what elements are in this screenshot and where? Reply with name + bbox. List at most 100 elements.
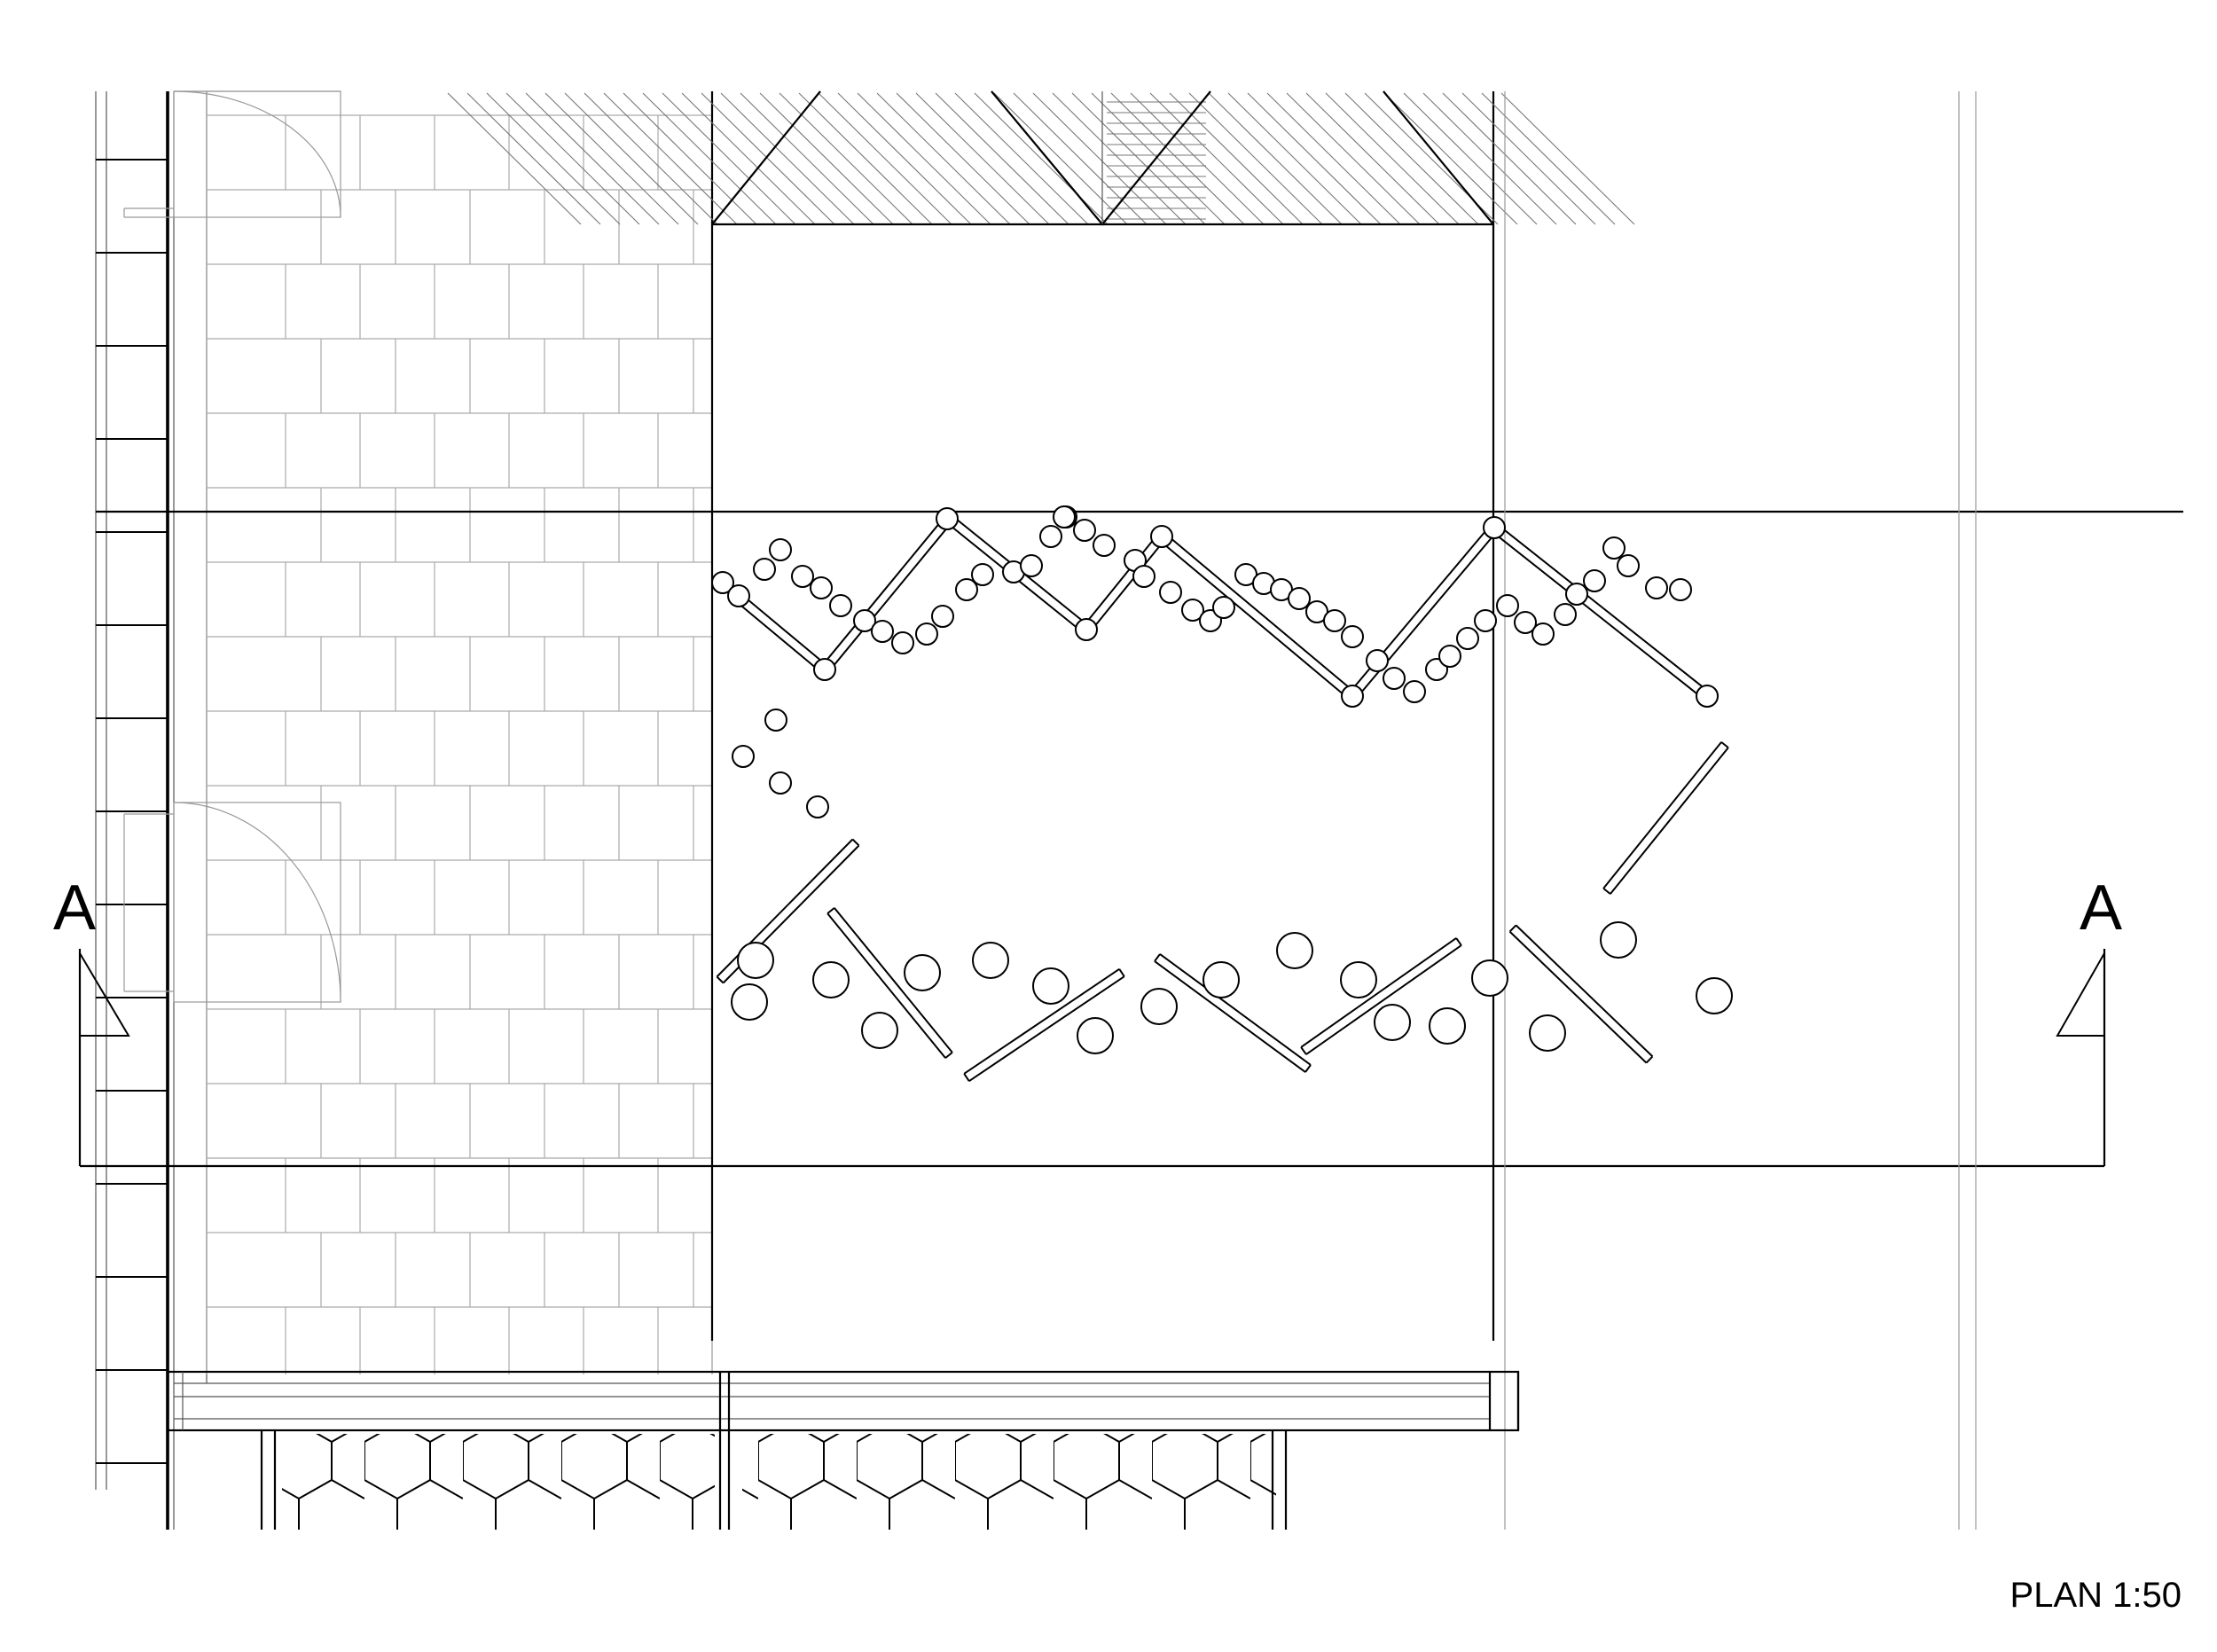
hatch-line — [701, 92, 835, 225]
stool-small — [1093, 534, 1116, 557]
stool-small — [1583, 569, 1606, 592]
bench-edge — [968, 975, 1125, 1082]
stool-small — [1383, 667, 1406, 690]
hatch-line — [1461, 92, 1596, 225]
stool-large — [1276, 932, 1313, 969]
hatch-line — [1052, 92, 1187, 225]
hatch-line — [1344, 92, 1479, 225]
bench-edge — [716, 838, 854, 978]
hatch-line — [525, 92, 660, 225]
hatch-line — [1286, 92, 1421, 225]
stool-small — [955, 578, 978, 601]
hatch-line — [486, 92, 621, 225]
hatch-line — [681, 92, 816, 225]
stool-joint — [1341, 685, 1364, 708]
plan-title: PLAN 1:50 — [2010, 1576, 2182, 1615]
bench-end — [1508, 924, 1517, 933]
stool-small — [1532, 622, 1555, 646]
stool-small — [1159, 581, 1182, 604]
hatched-planters — [447, 90, 1635, 226]
hatch-line — [993, 92, 1128, 225]
hatch-line — [974, 92, 1108, 225]
stool-small — [1132, 565, 1156, 588]
stool-large — [1374, 1004, 1411, 1041]
stool-small — [1181, 599, 1204, 622]
stool-large — [1429, 1007, 1466, 1045]
bench-edge — [1154, 960, 1306, 1073]
hatch-line — [1247, 92, 1382, 225]
door-top — [123, 90, 341, 218]
bench-edge — [826, 912, 946, 1059]
stool-small — [764, 709, 787, 732]
stool-small — [806, 795, 829, 818]
stool-small — [791, 565, 814, 588]
stool-large — [861, 1012, 898, 1049]
hatch-line — [1013, 92, 1148, 225]
bench-edge — [827, 521, 953, 673]
stool-small — [1323, 609, 1346, 632]
hatch-line — [1481, 92, 1616, 225]
stool-small — [1366, 649, 1389, 672]
bench-edge — [1508, 930, 1648, 1064]
hatch-line — [642, 92, 777, 225]
bench-end — [1154, 953, 1161, 962]
stool-small — [769, 538, 792, 561]
bench-end — [1602, 888, 1611, 895]
stool-small — [1341, 625, 1364, 648]
stool-small — [1645, 576, 1668, 599]
stool-large — [1077, 1017, 1114, 1054]
bench-edge — [963, 968, 1120, 1075]
stool-joint — [1696, 685, 1719, 708]
stool-joint — [813, 658, 836, 681]
bench-edge — [1515, 924, 1654, 1058]
bench-end — [851, 838, 860, 847]
stool-small — [1288, 587, 1311, 610]
bench-end — [716, 975, 725, 984]
hatch-line — [603, 92, 738, 225]
hatch-line — [837, 92, 972, 225]
hatch-line — [1110, 92, 1245, 225]
bench-end — [1455, 937, 1462, 946]
bench-edge — [820, 515, 946, 668]
hatch-line — [623, 92, 757, 225]
stool-small — [1602, 536, 1626, 560]
bench-end — [1300, 1046, 1307, 1055]
stool-small — [1073, 519, 1096, 542]
bench-edge — [1300, 937, 1457, 1048]
hatch-line — [896, 92, 1030, 225]
hatch-line — [876, 92, 1011, 225]
door-bottom — [123, 802, 341, 1003]
hatch-line — [779, 92, 913, 225]
hatch-line — [1383, 92, 1518, 225]
bench-edge — [1305, 944, 1462, 1055]
hatch-line — [935, 92, 1069, 225]
bench-edge — [1602, 741, 1722, 889]
right-zone — [1504, 91, 1977, 1530]
hatch-line — [720, 92, 855, 225]
hatch-line — [1325, 92, 1460, 225]
stool-small — [1669, 578, 1692, 601]
hatch-line — [818, 92, 952, 225]
hatch-line — [1266, 92, 1401, 225]
stools — [711, 505, 1733, 1054]
zigzag-benches — [716, 514, 1729, 1082]
bench-end — [826, 907, 835, 914]
left-wall — [95, 91, 208, 1530]
bench-edge — [1158, 539, 1351, 701]
hatch-line — [1227, 92, 1362, 225]
stool-small — [732, 745, 755, 768]
hatch-line — [1500, 92, 1635, 225]
bench-edge — [1159, 953, 1312, 1066]
stool-small — [1554, 603, 1577, 626]
bench-edge — [1082, 533, 1159, 628]
stool-small — [711, 571, 734, 594]
stool-large — [1140, 988, 1178, 1025]
stool-large — [731, 983, 768, 1021]
stool-small — [915, 622, 938, 646]
stool-small — [753, 558, 776, 581]
stool-large — [1032, 967, 1069, 1005]
hatch-line — [1091, 92, 1226, 225]
hatch-line — [1188, 92, 1323, 225]
stool-small — [871, 620, 894, 643]
